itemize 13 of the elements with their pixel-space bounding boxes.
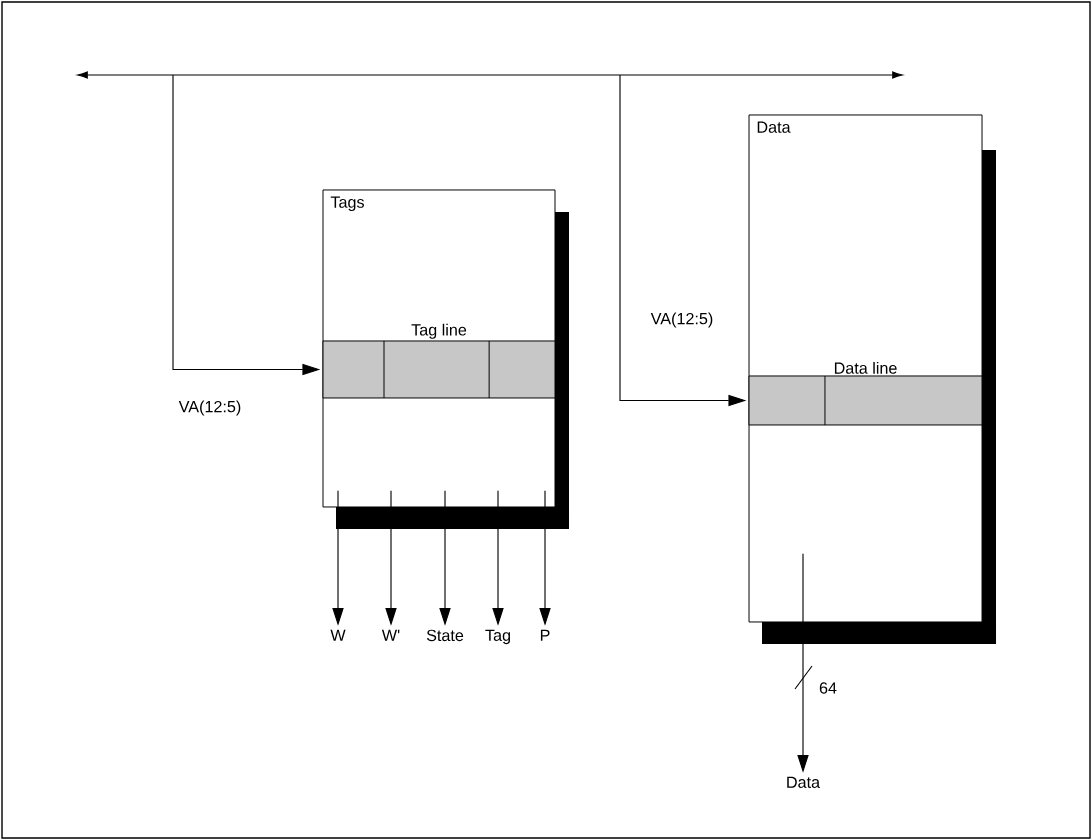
output-label: P: [540, 629, 550, 641]
node-label: Tag line: [411, 323, 467, 339]
cache-line-band: Tag line: [322, 323, 556, 399]
output-label: W': [381, 629, 400, 641]
output-label: Tag: [485, 629, 510, 645]
edge-label: VA(12:5): [177, 399, 243, 417]
output-label: Data: [787, 776, 821, 788]
edge-label: VA(12:5): [649, 311, 715, 329]
output-label: State: [426, 629, 464, 642]
edge-label: 64: [817, 680, 839, 696]
cache-line-band: Data line: [748, 361, 983, 426]
output-label: W: [330, 629, 346, 641]
node-label: Data line: [834, 361, 897, 374]
